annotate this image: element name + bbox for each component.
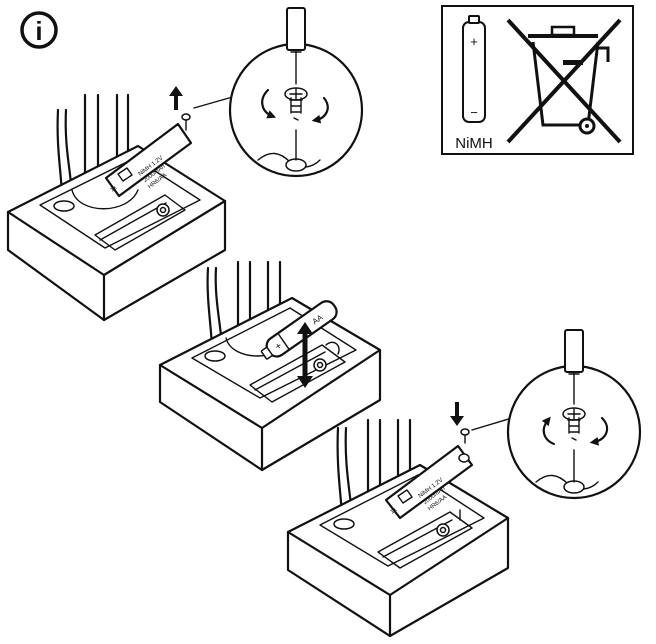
step-1-base-unit [6, 144, 227, 322]
step-3-screw-icon [460, 428, 470, 444]
step-3-battery-cover: NiMH 1.2V 2000mAh HR6/AA 1x [384, 444, 474, 521]
chemistry-label: NiMH [455, 135, 493, 152]
battery-plus-sign: + [470, 34, 478, 49]
step-1-cover-qty: 1x [110, 185, 119, 194]
info-icon: i [20, 11, 58, 49]
step-1-up-arrow-icon [169, 86, 183, 110]
battery-minus-sign: − [470, 105, 478, 120]
step-1-magnifier-callout [193, 7, 364, 178]
step-2-replace-battery: + AA [158, 260, 382, 472]
step-2-base-unit [158, 296, 382, 472]
step-3-magnifier-callout [471, 329, 642, 500]
step-3-reinstall-cover: NiMH 1.2V 2000mAh HR6/AA 1x [286, 329, 642, 638]
step-3-base-unit [286, 463, 510, 638]
step-1-screw-icon [181, 113, 191, 131]
step-1-battery-cover: NiMH 1.2V 2000mAh HR6/AA 1x [104, 122, 193, 198]
disposal-symbol-box: + − NiMH [441, 5, 634, 155]
step-2-battery-plus: + [273, 340, 284, 352]
step-3-down-arrow-icon [450, 402, 464, 426]
battery-icon: + − [462, 15, 486, 123]
step-3-cover-qty: 1x [390, 507, 399, 516]
step-2-up-down-arrow-icon [297, 322, 313, 388]
step-1-remove-cover: NiMH 1.2V 2000mAh HR6/AA 1x [6, 7, 364, 322]
info-glyph: i [35, 16, 42, 46]
crossed-out-wheelie-bin-icon [506, 18, 622, 144]
